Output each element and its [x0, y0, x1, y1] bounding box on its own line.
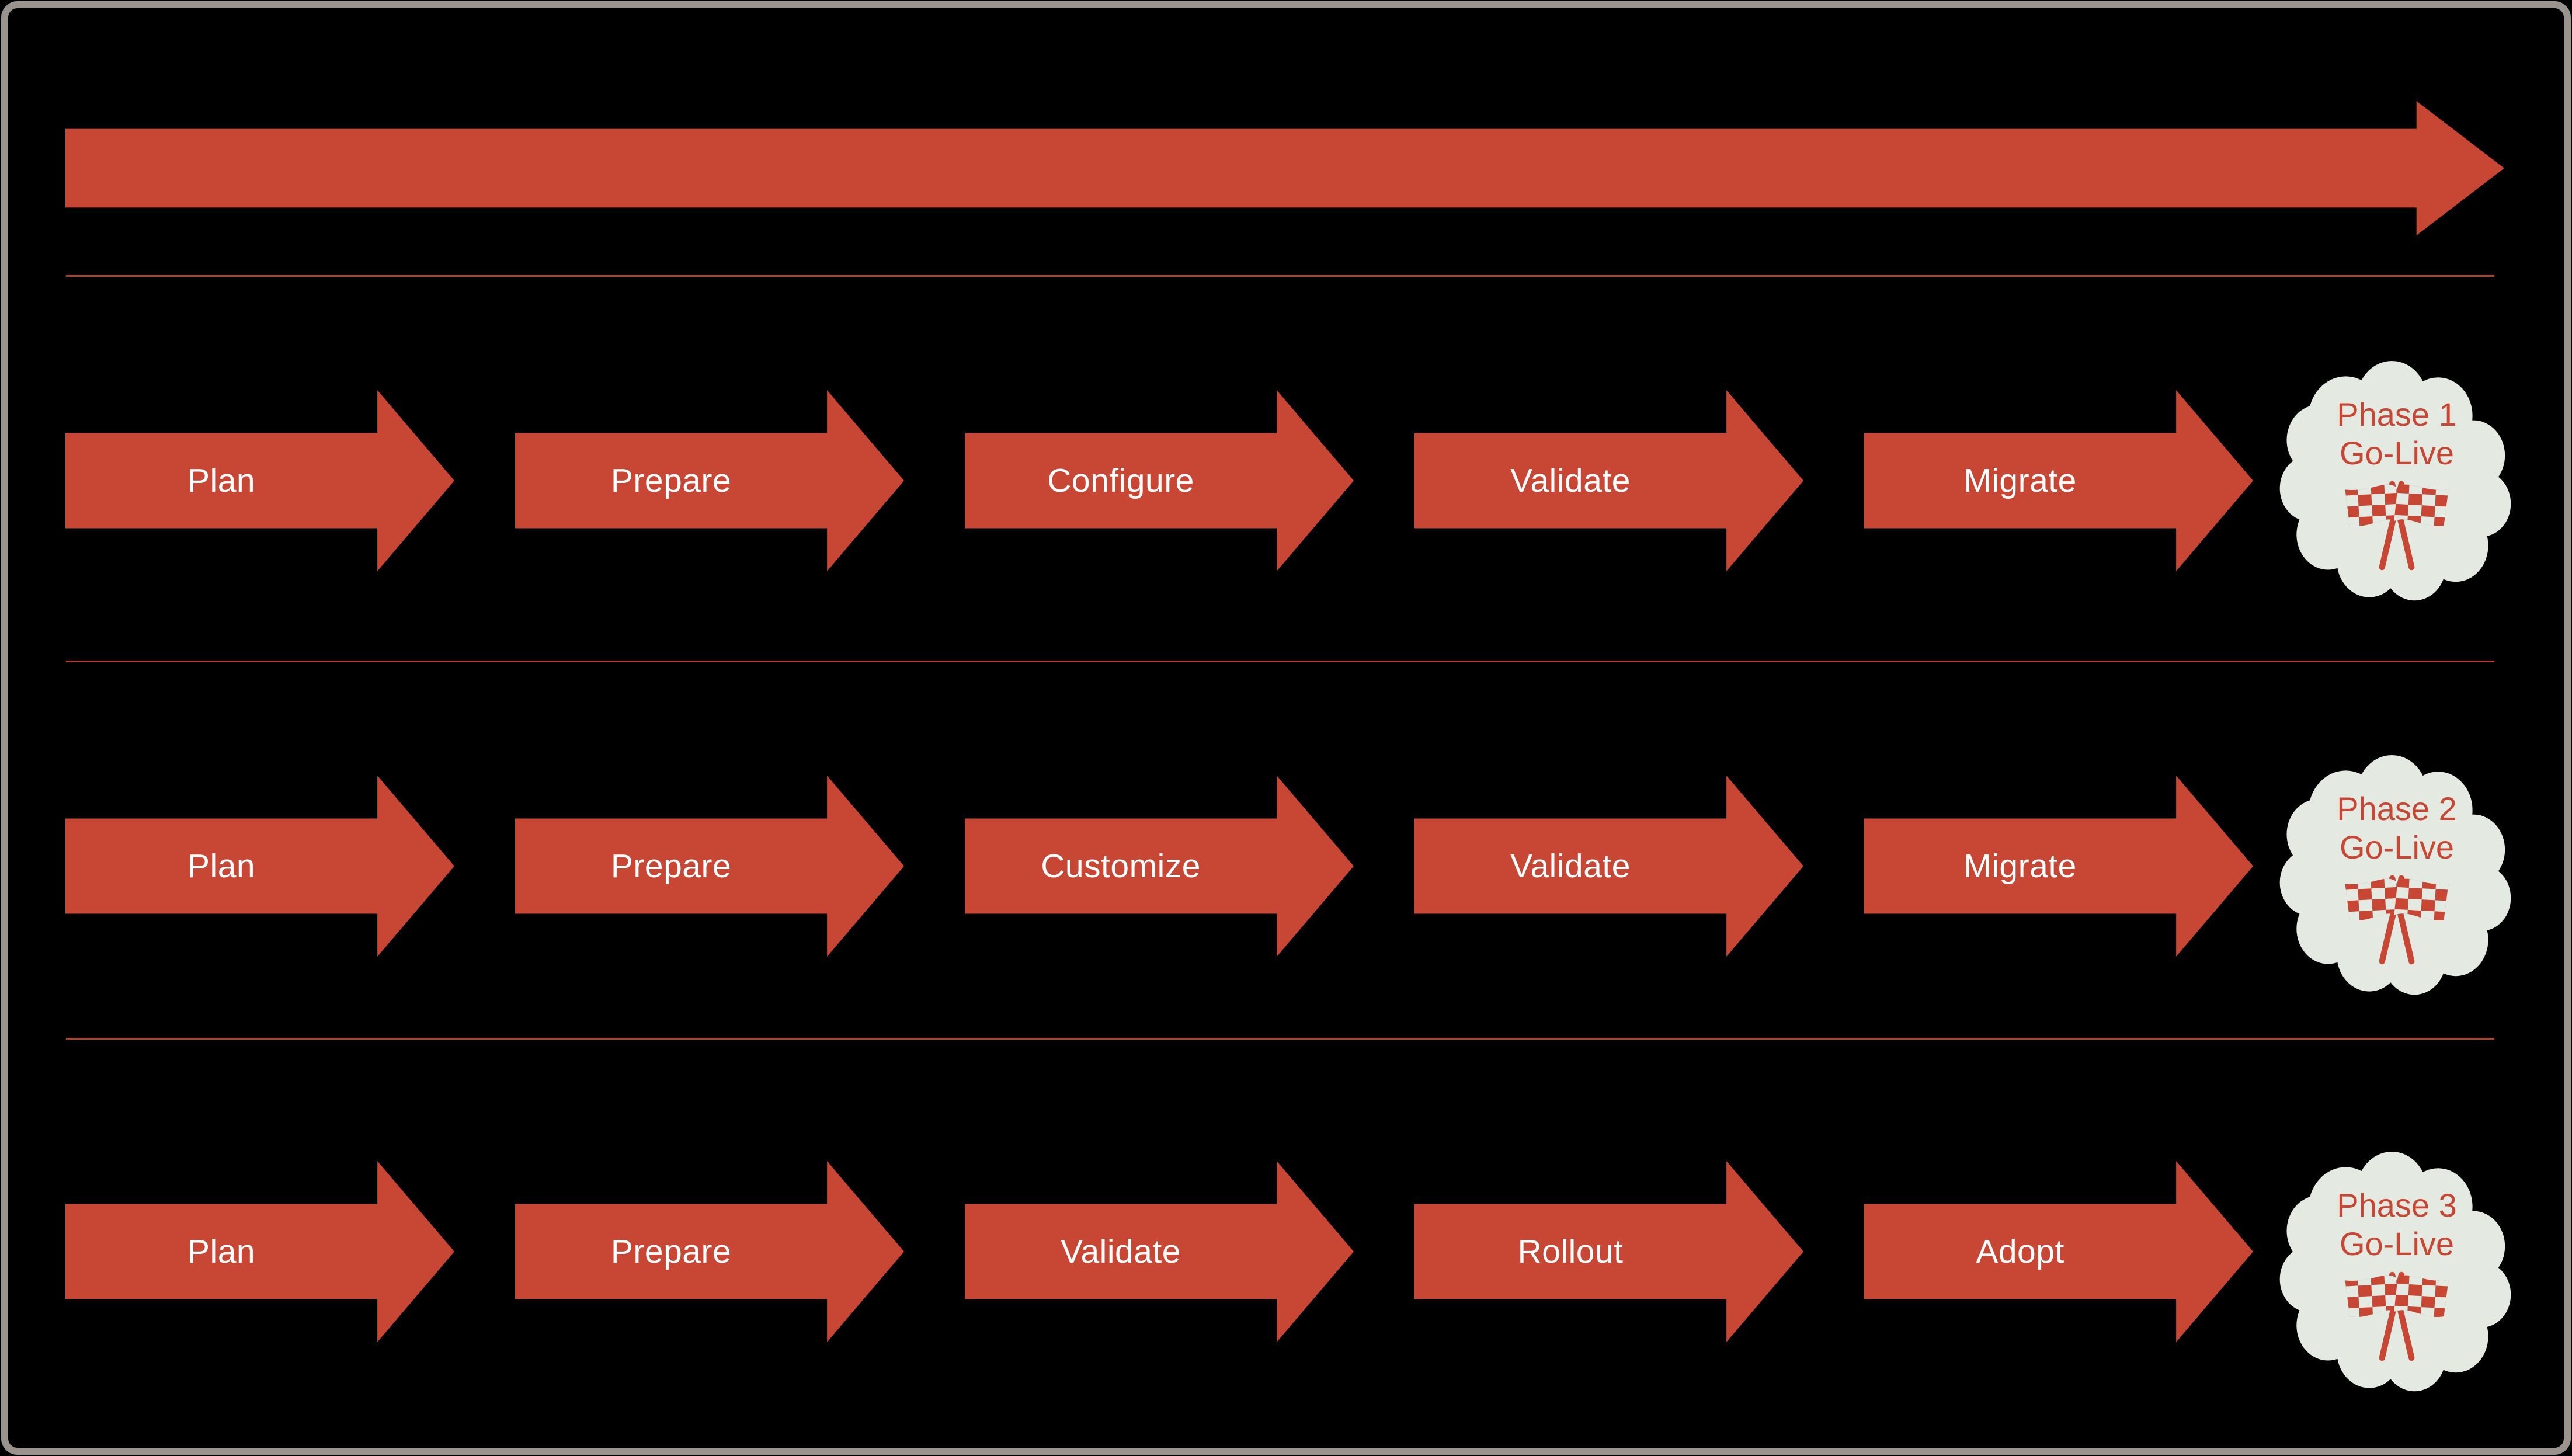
step-arrow-validate: Validate	[1414, 776, 1803, 957]
step-arrow-migrate: Migrate	[1864, 776, 2253, 957]
step-arrow-prepare: Prepare	[515, 1161, 904, 1342]
step-arrow-validate: Validate	[1414, 390, 1803, 571]
step-label: Migrate	[1963, 461, 2077, 499]
step-label: Plan	[187, 847, 256, 885]
go-live-label: Go-Live	[2339, 1225, 2455, 1262]
row-separator	[66, 661, 2494, 662]
step-arrow-customize: Customize	[965, 776, 1354, 957]
go-live-cloud-phase-2: Phase 2 Go-Live	[2279, 755, 2515, 997]
step-label: Plan	[187, 461, 256, 499]
step-label: Validate	[1510, 847, 1631, 885]
step-arrow-rollout: Rollout	[1414, 1161, 1803, 1342]
step-label: Prepare	[610, 847, 732, 885]
step-arrow-plan: Plan	[65, 776, 454, 957]
go-live-cloud-phase-3: Phase 3 Go-Live	[2279, 1152, 2515, 1394]
row-separator	[66, 1038, 2494, 1040]
checkered-flags-icon	[2329, 1270, 2465, 1363]
step-arrow-plan: Plan	[65, 390, 454, 571]
step-label: Adopt	[1976, 1232, 2064, 1270]
step-label: Validate	[1061, 1232, 1181, 1270]
checkered-flags-icon	[2329, 479, 2465, 572]
step-arrow-migrate: Migrate	[1864, 390, 2253, 571]
row-separator	[66, 275, 2494, 277]
step-arrow-configure: Configure	[965, 390, 1354, 571]
step-label: Validate	[1510, 461, 1631, 499]
checkered-flags-icon	[2329, 874, 2465, 966]
step-label: Prepare	[610, 461, 732, 499]
step-arrow-adopt: Adopt	[1864, 1161, 2253, 1342]
step-label: Customize	[1041, 847, 1201, 885]
step-label: Rollout	[1517, 1232, 1624, 1270]
go-live-phase-label: Phase 3	[2337, 1186, 2457, 1224]
go-live-label: Go-Live	[2339, 435, 2455, 471]
step-arrow-plan: Plan	[65, 1161, 454, 1342]
go-live-cloud-phase-1: Phase 1 Go-Live	[2279, 361, 2515, 603]
step-arrow-validate: Validate	[965, 1161, 1354, 1342]
step-label: Prepare	[610, 1232, 732, 1270]
timeline-arrow	[65, 101, 2504, 235]
step-label: Configure	[1047, 461, 1194, 499]
go-live-phase-label: Phase 2	[2337, 790, 2457, 827]
step-arrow-prepare: Prepare	[515, 390, 904, 571]
step-label: Plan	[187, 1232, 256, 1270]
step-label: Migrate	[1963, 847, 2077, 885]
step-arrow-prepare: Prepare	[515, 776, 904, 957]
go-live-label: Go-Live	[2339, 829, 2455, 866]
go-live-phase-label: Phase 1	[2337, 395, 2457, 433]
